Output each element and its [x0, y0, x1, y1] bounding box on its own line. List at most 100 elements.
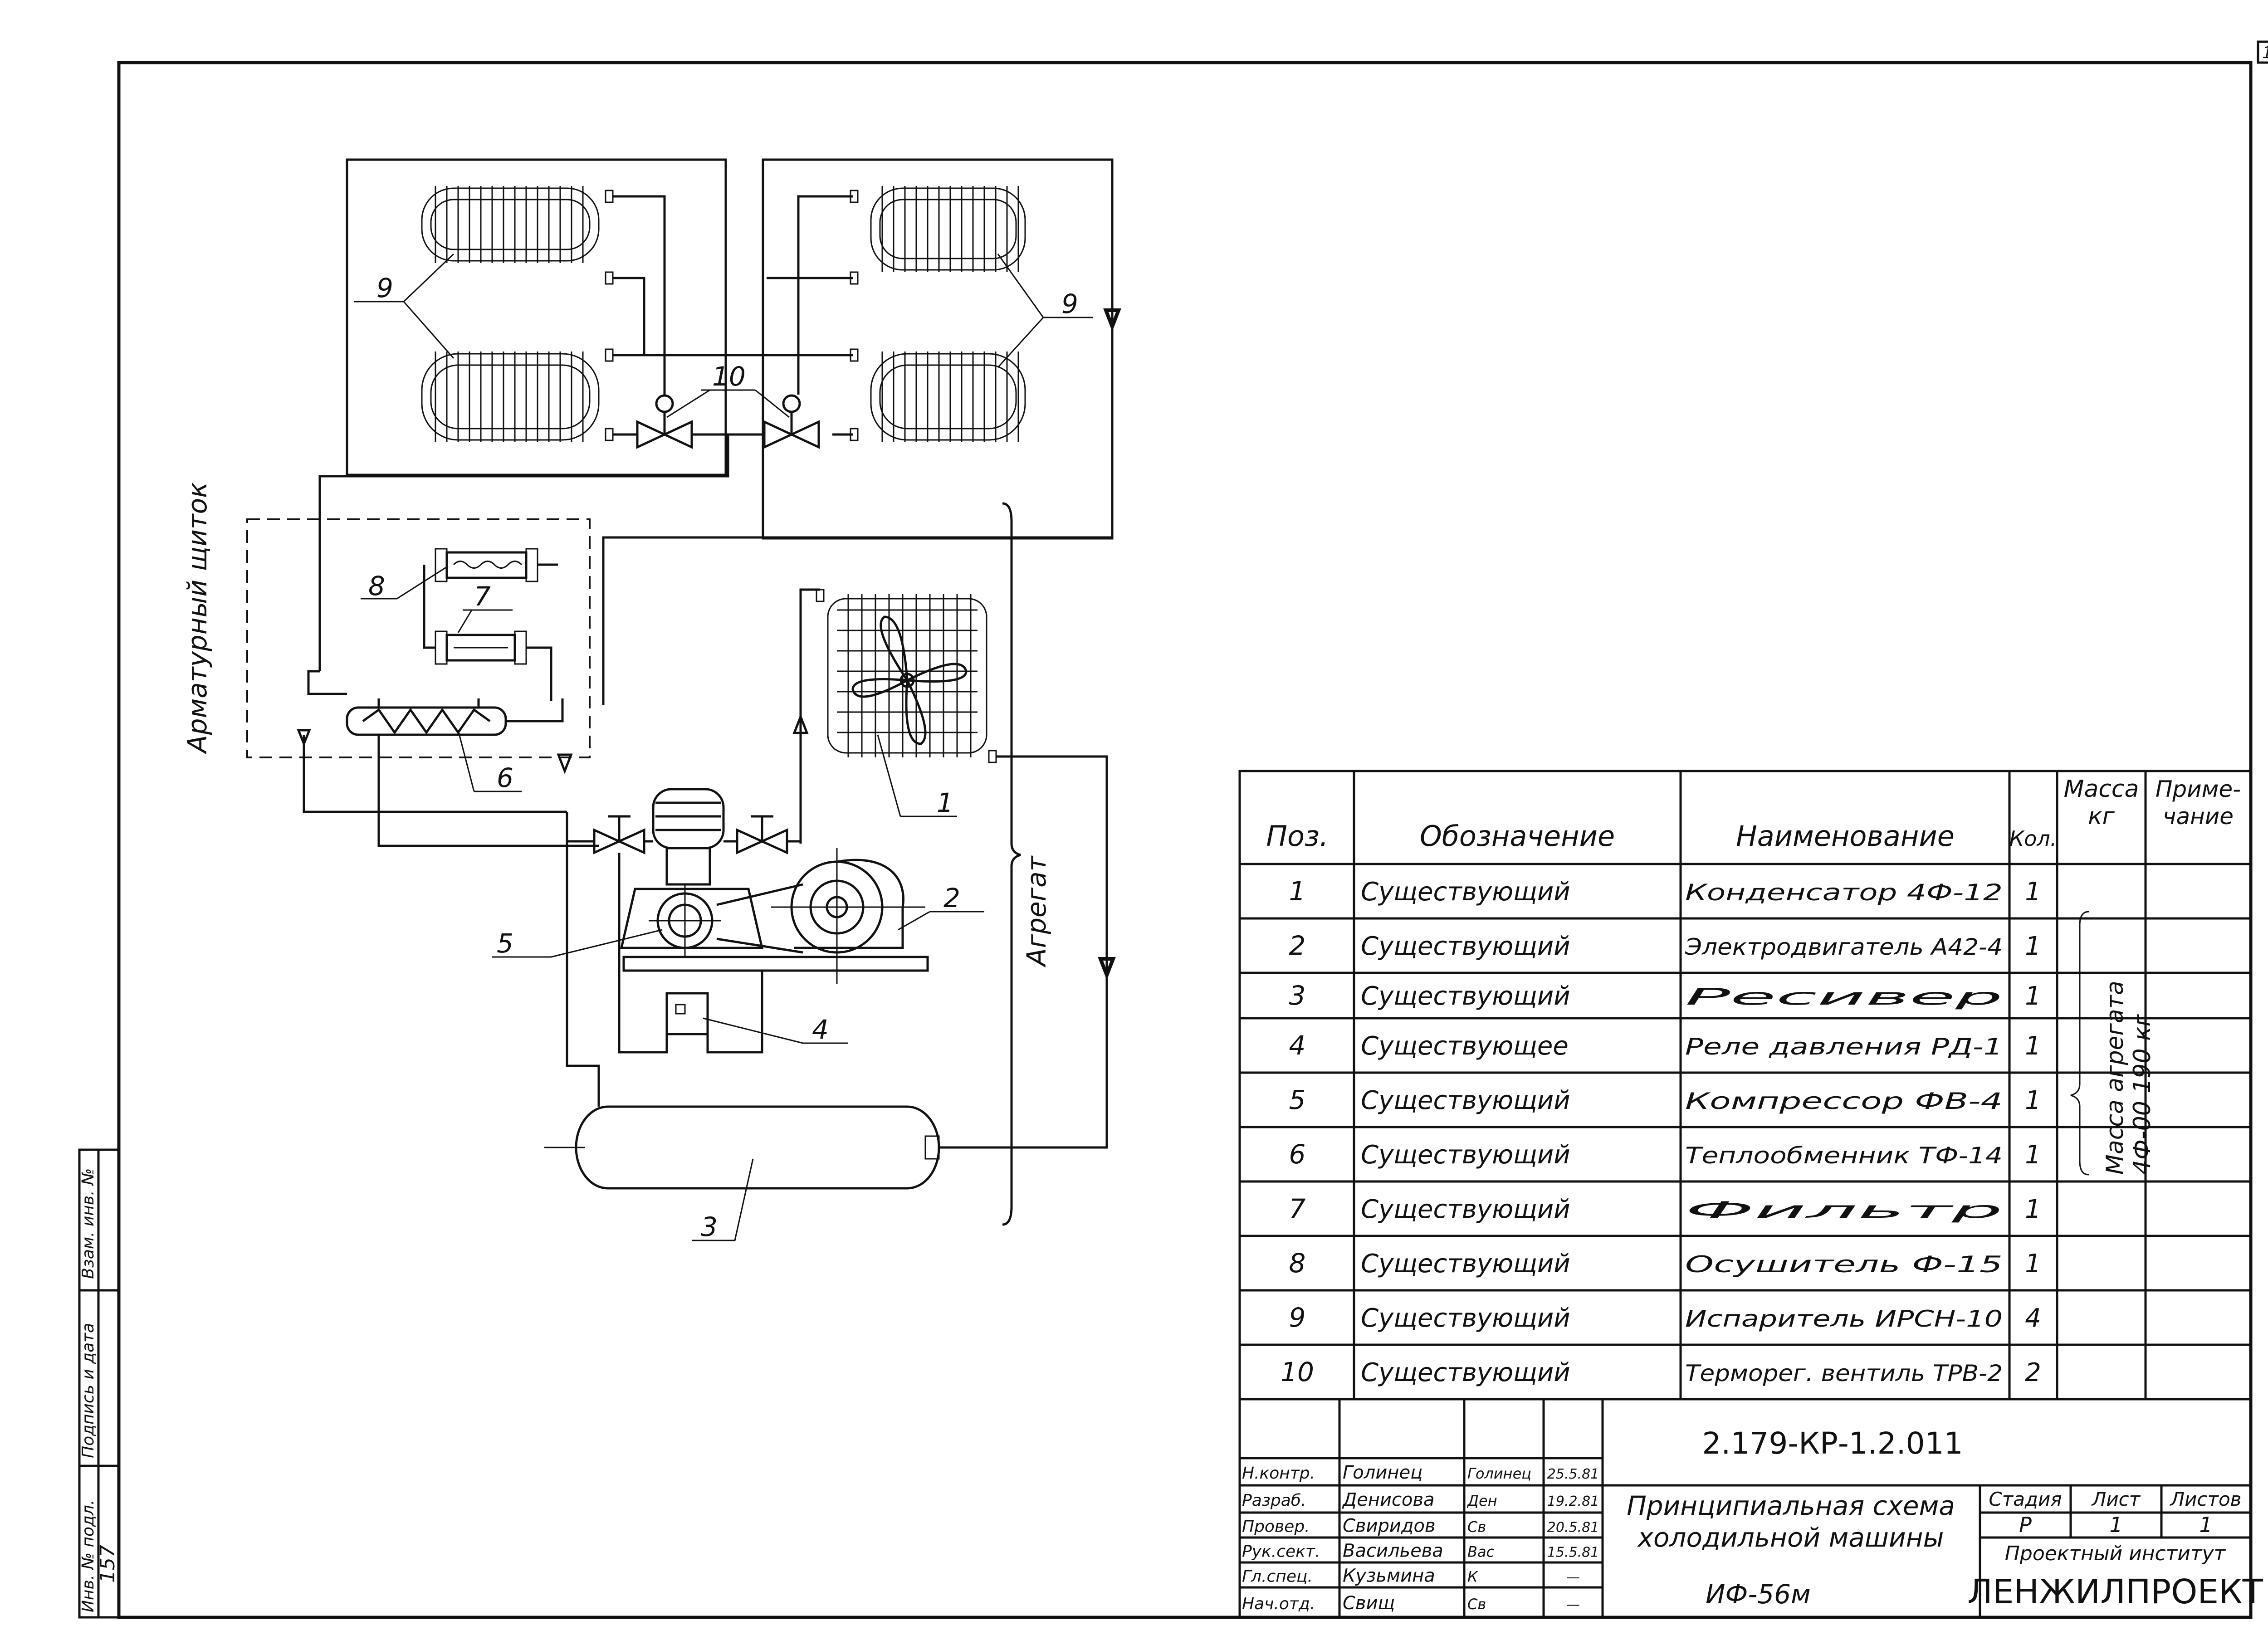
callout-2: 2 — [943, 883, 960, 913]
refrigeration-schematic — [246, 158, 1121, 1226]
drawing-title-model: ИФ-56м — [1706, 1579, 1811, 1610]
valve-discharge — [736, 815, 788, 854]
row-designation: Существующий — [1361, 932, 1570, 961]
callout-8: 8 — [368, 571, 385, 601]
row-name: Испаритель ИРСН-10 — [1685, 1306, 2003, 1332]
callout-1: 1 — [937, 787, 953, 818]
staff-name: Свиридов — [1343, 1516, 1436, 1537]
row-designation: Существующий — [1361, 1358, 1570, 1387]
staff-role: Гл.спец. — [1242, 1567, 1313, 1586]
stage-value: Р — [2019, 1513, 2032, 1537]
header-name: Наименование — [1736, 820, 1955, 853]
staff-sign: Св — [1467, 1596, 1486, 1613]
evaporator-coil-2 — [421, 348, 614, 442]
row-qty: 1 — [2025, 1086, 2041, 1115]
valve-suction — [593, 815, 645, 854]
stamp-inv-value: 157 — [96, 1545, 119, 1583]
staff-date: — — [1566, 1597, 1580, 1613]
staff-row: Н.контр. Голинец Голинец 25.5.81 — [1242, 1462, 1599, 1483]
sheet-number: 15 — [2262, 44, 2268, 62]
row-qty: 1 — [2025, 981, 2041, 1011]
row-name: Компрессор ФВ-4 — [1685, 1088, 2003, 1114]
row-pos: 6 — [1289, 1139, 1306, 1170]
staff-name: Свищ — [1343, 1593, 1395, 1614]
staff-row: Нач.отд. Свищ Св — — [1242, 1593, 1580, 1614]
sheet-value: 1 — [2109, 1513, 2122, 1537]
spec-table: Поз. Обозначение Наименование Кол. Масса… — [1238, 770, 2252, 1401]
staff-role: Н.контр. — [1242, 1464, 1315, 1483]
staff-role: Нач.отд. — [1242, 1595, 1315, 1613]
staff-role: Рук.сект. — [1242, 1543, 1320, 1561]
callouts: 9 9 10 8 7 6 1 2 5 4 3 Арматурный щиток … — [182, 253, 1093, 1242]
row-name: Реле давления РД-1 — [1685, 1034, 2003, 1060]
drawing-title: Принципиальная схема холодильной машины — [1627, 1490, 1955, 1553]
pressure-relay-4 — [618, 853, 763, 1054]
row-name: Конденсатор 4Ф-12 — [1685, 879, 2003, 906]
header-pos: Поз. — [1266, 820, 1328, 853]
staff-sign: Св — [1467, 1518, 1486, 1536]
row-pos: 5 — [1289, 1084, 1306, 1115]
row-pos: 1 — [1289, 876, 1306, 907]
staff-name: Денисова — [1342, 1489, 1435, 1510]
staff-date: — — [1566, 1570, 1580, 1586]
evaporator-coil-3 — [850, 186, 1026, 285]
row-designation: Существующий — [1361, 1086, 1570, 1115]
mass-note-line1: Масса агрегата — [2102, 981, 2129, 1175]
heat-exchanger-6 — [346, 698, 507, 736]
staff-role: Провер. — [1242, 1518, 1310, 1536]
institute-label: Проектный институт — [2005, 1542, 2226, 1565]
header-designation: Обозначение — [1420, 820, 1615, 853]
evaporator-coil-1 — [421, 186, 614, 285]
unit-label: Агрегат — [1021, 855, 1052, 968]
row-pos: 10 — [1281, 1357, 1314, 1387]
doc-code: 2.179-КР-1.2.011 — [1702, 1426, 1963, 1461]
evaporator-box-right — [762, 158, 1114, 540]
staff-sign: Вас — [1467, 1543, 1495, 1561]
row-designation: Существующий — [1361, 877, 1570, 907]
unit-brace — [1002, 502, 1021, 1226]
staff-row: Провер. Свиридов Св 20.5.81 — [1242, 1516, 1599, 1537]
staff-date: 25.5.81 — [1547, 1466, 1599, 1482]
row-qty: 1 — [2025, 1195, 2041, 1224]
header-qty: Кол. — [2009, 826, 2057, 851]
row-pos: 3 — [1289, 980, 1306, 1011]
compressor-5 — [620, 788, 803, 957]
staff-name: Васильева — [1343, 1541, 1443, 1562]
staff-date: 20.5.81 — [1547, 1520, 1599, 1536]
row-pos: 2 — [1289, 930, 1306, 961]
staff-sign: Голинец — [1467, 1465, 1531, 1482]
row-pos: 4 — [1289, 1030, 1306, 1061]
callout-7: 7 — [474, 581, 491, 612]
motor-2 — [771, 848, 925, 984]
callout-3: 3 — [701, 1211, 718, 1242]
staff-sign: Ден — [1466, 1492, 1497, 1509]
stamp-sign-date: Подпись и дата — [79, 1323, 98, 1458]
row-name: Фильтр — [1685, 1197, 2003, 1223]
title-block: 2.179-КР-1.2.011 Принципиальная схема хо… — [1238, 1398, 2263, 1619]
mass-note-line2: 4Ф-00 190 кг — [2129, 1014, 2156, 1175]
staff-sign: К — [1467, 1568, 1478, 1586]
header-note: Приме- чание — [2155, 776, 2241, 830]
stamp-inv-orig: Инв. № подл. — [79, 1500, 98, 1612]
condenser-1 — [816, 589, 997, 763]
panel-label: Арматурный щиток — [182, 482, 213, 755]
callout-5: 5 — [497, 928, 513, 959]
header-mass: Масса кг — [2063, 776, 2139, 830]
row-designation: Существующий — [1361, 981, 1570, 1011]
row-qty: 1 — [2025, 1249, 2041, 1279]
callout-6: 6 — [497, 762, 513, 793]
callout-9-right: 9 — [1061, 288, 1078, 319]
staff-role: Разраб. — [1242, 1491, 1306, 1510]
staff-name: Голинец — [1343, 1462, 1422, 1483]
